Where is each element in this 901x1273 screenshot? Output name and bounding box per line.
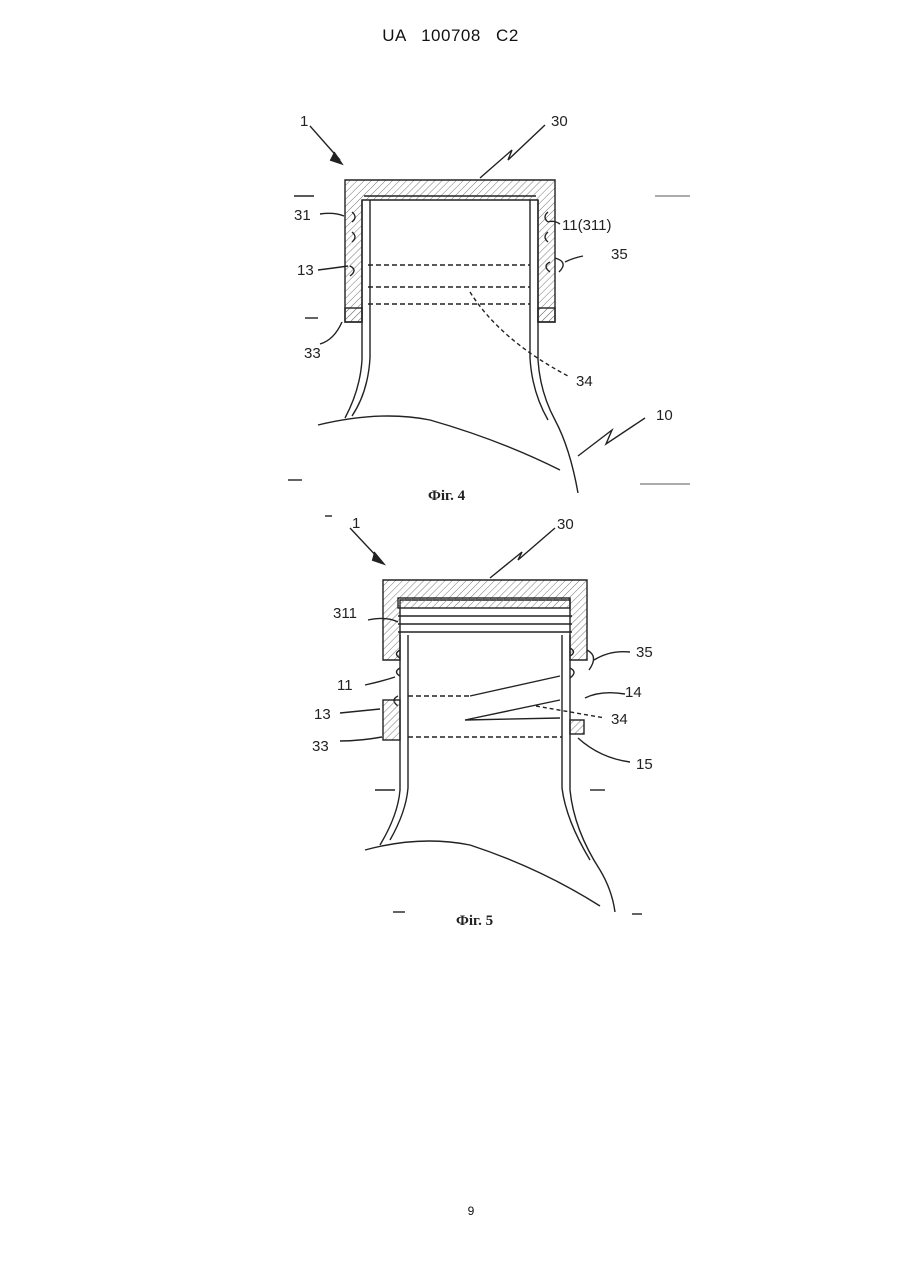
fig5-label-30: 30	[557, 516, 574, 533]
fig5-label-15: 15	[636, 756, 653, 773]
bottle-shoulder	[365, 841, 600, 906]
fig5-label-14: 14	[625, 684, 642, 701]
fig4-caption: Фіг. 4	[428, 488, 466, 504]
fig4-label-1: 1	[300, 113, 308, 130]
fig5-label-311: 311	[333, 605, 357, 622]
fig4-label-11-311: 11(311)	[562, 217, 611, 234]
fig4-label-30: 30	[551, 113, 568, 130]
fig4-label-33: 33	[304, 345, 321, 362]
fig5-label-33: 33	[312, 738, 329, 755]
fig4-label-31: 31	[294, 207, 311, 224]
bottle-shoulder	[318, 416, 560, 470]
fig4-label-13: 13	[297, 262, 314, 279]
cap-30-body	[345, 180, 555, 322]
fig5-label-35: 35	[636, 644, 653, 661]
fig4-label-34: 34	[576, 373, 593, 390]
fig4-label-35: 35	[611, 246, 628, 263]
fig5-label-1: 1	[352, 515, 360, 532]
fig5-caption: Фіг. 5	[456, 913, 493, 929]
page-number: 9	[0, 1204, 901, 1218]
fig5-label-13: 13	[314, 706, 331, 723]
figure-4	[288, 125, 690, 493]
figure-5	[325, 516, 642, 914]
fig5-label-11: 11	[337, 677, 353, 694]
bottle-neck-right	[570, 635, 615, 912]
fig4-label-10: 10	[656, 407, 673, 424]
cap-30-body	[383, 580, 587, 660]
fig5-label-34: 34	[611, 711, 628, 728]
